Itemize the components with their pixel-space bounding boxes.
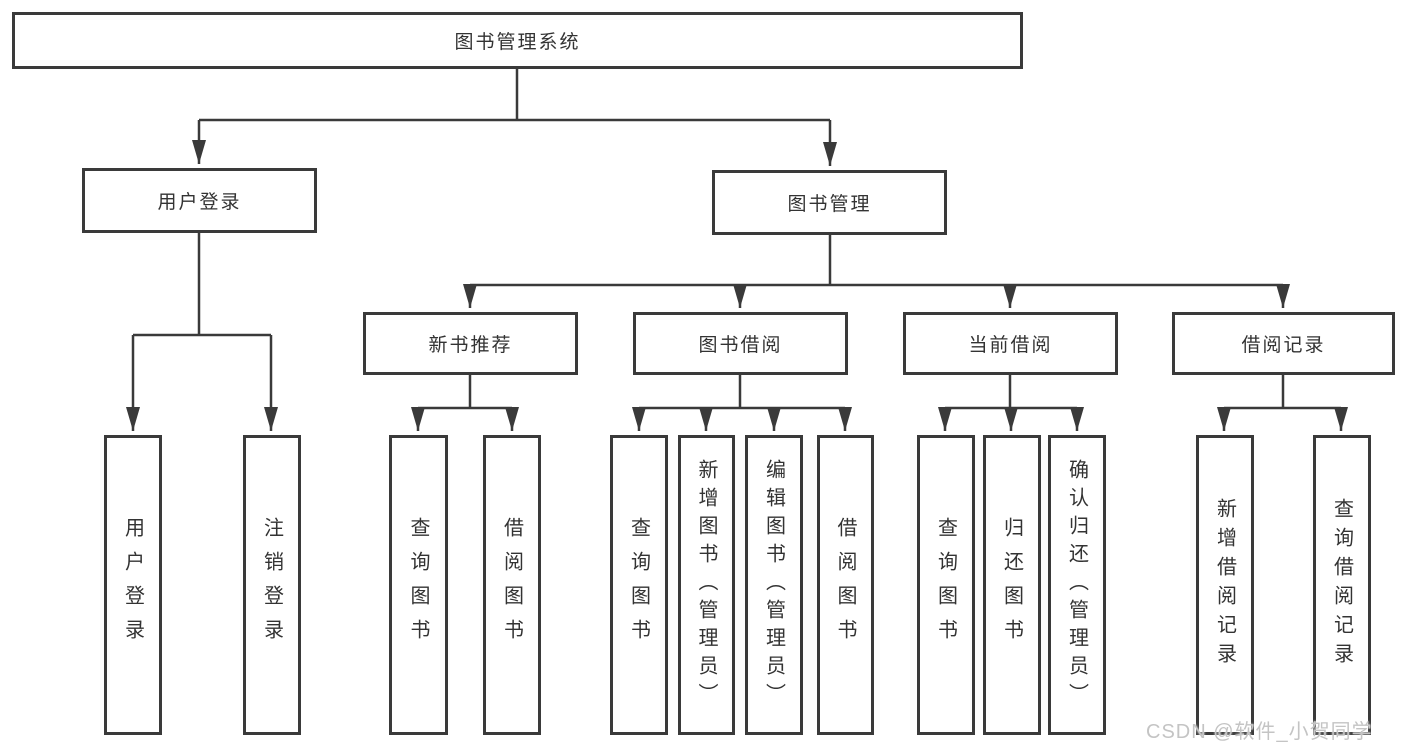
leaf-query-books-current: 查询图书	[917, 435, 975, 735]
leaf-logout: 注销登录	[243, 435, 301, 735]
leaf-add-borrow-record-label: 新增借阅记录	[1213, 498, 1236, 672]
node-book-borrowing: 图书借阅	[633, 312, 848, 375]
node-book-management: 图书管理	[712, 170, 947, 235]
leaf-add-borrow-record: 新增借阅记录	[1196, 435, 1254, 735]
leaf-edit-books-admin-label: 编辑图书（管理员）	[762, 459, 785, 711]
leaf-confirm-return-admin: 确认归还（管理员）	[1048, 435, 1106, 735]
leaf-borrow-books-recommend: 借阅图书	[483, 435, 541, 735]
node-new-book-recommendation-label: 新书推荐	[428, 335, 513, 356]
node-new-book-recommendation: 新书推荐	[363, 312, 578, 375]
node-current-borrowing: 当前借阅	[903, 312, 1118, 375]
leaf-add-books-admin-label: 新增图书（管理员）	[695, 459, 717, 711]
leaf-query-books-recommend-label: 查询图书	[407, 517, 429, 653]
node-book-borrowing-label: 图书借阅	[698, 335, 783, 356]
leaf-query-books-recommend: 查询图书	[389, 435, 448, 735]
node-book-management-system: 图书管理系统	[12, 12, 1023, 69]
node-current-borrowing-label: 当前借阅	[968, 335, 1053, 356]
node-borrowing-records: 借阅记录	[1172, 312, 1395, 375]
leaf-query-borrow-record-label: 查询借阅记录	[1330, 498, 1353, 672]
leaf-return-books-label: 归还图书	[1000, 517, 1023, 653]
node-borrowing-records-label: 借阅记录	[1241, 335, 1326, 356]
node-book-management-system-label: 图书管理系统	[454, 32, 581, 53]
leaf-confirm-return-admin-label: 确认归还（管理员）	[1065, 459, 1088, 711]
node-user-login: 用户登录	[82, 168, 317, 233]
leaf-borrow-books-borrowing-label: 借阅图书	[834, 517, 856, 653]
node-book-management-label: 图书管理	[787, 194, 872, 215]
leaf-user-login: 用户登录	[104, 435, 162, 735]
leaf-edit-books-admin: 编辑图书（管理员）	[745, 435, 803, 735]
leaf-add-books-admin: 新增图书（管理员）	[678, 435, 735, 735]
leaf-query-books-borrowing: 查询图书	[610, 435, 668, 735]
csdn-watermark: CSDN @软件_小贺同学	[1146, 721, 1373, 743]
leaf-query-books-current-label: 查询图书	[934, 517, 957, 653]
leaf-logout-label: 注销登录	[260, 517, 283, 653]
leaf-user-login-label: 用户登录	[121, 517, 144, 653]
leaf-return-books: 归还图书	[983, 435, 1041, 735]
leaf-query-books-borrowing-label: 查询图书	[627, 517, 650, 653]
leaf-borrow-books-borrowing: 借阅图书	[817, 435, 874, 735]
leaf-query-borrow-record: 查询借阅记录	[1313, 435, 1371, 735]
leaf-borrow-books-recommend-label: 借阅图书	[500, 517, 523, 653]
node-user-login-label: 用户登录	[157, 192, 242, 213]
